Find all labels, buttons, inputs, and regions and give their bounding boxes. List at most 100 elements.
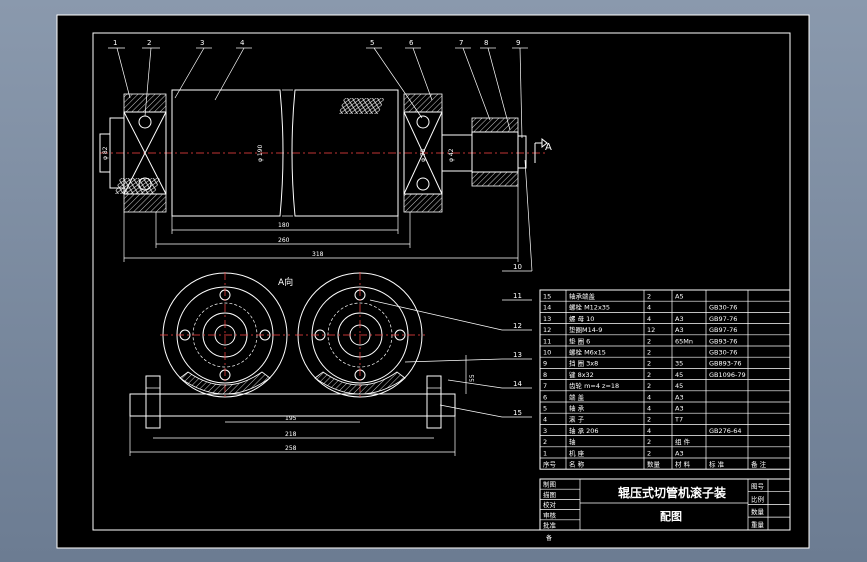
- view-direction-label: A: [545, 142, 552, 153]
- bom-cell-name: 轴: [569, 437, 576, 446]
- bom-cell-mat: A3: [675, 393, 684, 401]
- bom-header-cell: 备 注: [751, 460, 767, 469]
- bom-cell-mat: A3: [675, 449, 684, 457]
- dim-len-roll: 180: [278, 222, 290, 229]
- bom-cell-no: 9: [543, 360, 547, 368]
- bom-cell-mat: A3: [675, 326, 684, 334]
- knurl-left: [114, 178, 161, 194]
- leader-3: 3: [200, 39, 204, 47]
- leaders: 1 2 3 4 5 6 7 8 9 10 11 12 13 14 15: [108, 39, 533, 418]
- dim-d-left: φ 82: [102, 146, 109, 160]
- section-view: A φ 82 φ 190 φ 75 φ 42 180 260 318: [99, 89, 552, 262]
- title-block-right-label: 数量: [751, 507, 765, 516]
- roller-left-half: [171, 89, 284, 217]
- bom-cell-name: 螺栓 M6x15: [569, 348, 606, 357]
- drawing-title: 辊压式切管机滚子装: [618, 485, 726, 500]
- leader-4: 4: [240, 39, 245, 47]
- bom-cell-std: GB30-76: [709, 304, 737, 312]
- right-housing-top: [403, 93, 443, 113]
- dim-len-total: 318: [312, 251, 324, 258]
- bom-cell-no: 13: [543, 315, 551, 323]
- title-block-left-label: 制图: [543, 480, 556, 489]
- bom-cell-name: 机 座: [569, 448, 585, 457]
- shaft-left-stub: [99, 133, 111, 173]
- dim-d-shaft2: φ 42: [448, 148, 455, 162]
- bom-cell-name: 螺栓 M12x35: [569, 303, 610, 312]
- bom-cell-no: 8: [543, 371, 547, 379]
- bom-cell-std: GB93-76: [709, 337, 737, 345]
- title-block-right-label: 重量: [751, 521, 765, 529]
- bom-cell-qty: 2: [647, 349, 651, 357]
- title-block-right-label: 图号: [751, 483, 765, 491]
- leader-10: 10: [513, 263, 522, 271]
- leader-7: 7: [459, 39, 463, 47]
- gear-top: [471, 117, 519, 133]
- bom-cell-no: 2: [543, 438, 547, 446]
- bom-cell-std: GB97-76: [709, 326, 737, 334]
- bottom-note: 备: [546, 534, 552, 542]
- title-block-left-label: 描图: [543, 490, 556, 499]
- bom-cell-qty: 2: [647, 438, 651, 446]
- bom-header-cell: 数量: [647, 460, 661, 469]
- base-plate: [129, 393, 456, 417]
- bom-cell-mat: A3: [675, 315, 684, 323]
- title-block-left-label: 批准: [543, 521, 557, 530]
- bom-cell-std: GB893-76: [709, 360, 742, 368]
- bom-cell-no: 10: [543, 349, 551, 357]
- bom-cell-qty: 2: [647, 382, 651, 390]
- leader-15: 15: [513, 409, 522, 417]
- bom-cell-qty: 2: [647, 449, 651, 457]
- bom-cell-qty: 4: [647, 315, 651, 323]
- bom-cell-name: 键 8x32: [569, 370, 594, 379]
- dim-width-mid: 218: [285, 431, 297, 438]
- bom-cell-no: 5: [543, 405, 547, 413]
- bom-cell-no: 3: [543, 427, 547, 435]
- leader-9: 9: [516, 39, 520, 47]
- bom-cell-mat: 65Mn: [675, 337, 693, 345]
- bom-cell-name: 轴 承 206: [569, 426, 599, 435]
- roller-right-half: [291, 89, 399, 217]
- bom-cell-qty: 4: [647, 304, 651, 312]
- bom-cell-qty: 4: [647, 393, 651, 401]
- bom-cell-no: 12: [543, 326, 551, 334]
- bom-cell-name: 轴 承: [569, 404, 585, 413]
- dim-height: 55: [469, 374, 476, 382]
- bolt-left: [145, 375, 161, 429]
- leader-8: 8: [484, 39, 488, 47]
- drawing-subtitle: 配图: [660, 509, 682, 523]
- bom-cell-mat: A5: [675, 293, 684, 301]
- bom-cell-qty: 4: [647, 427, 651, 435]
- bom-cell-name: 轴承端盖: [569, 292, 596, 301]
- dim-width-total: 258: [285, 445, 297, 452]
- bom-cell-mat: T7: [674, 416, 683, 424]
- bom-header-cell: 材 料: [675, 460, 691, 469]
- bom-header-cell: 名 称: [569, 460, 585, 469]
- end-view: A向 195 218: [129, 272, 476, 456]
- bom-cell-mat: 35: [675, 360, 683, 368]
- bom-cell-name: 螺 母 10: [569, 314, 594, 323]
- left-housing-top: [123, 93, 167, 113]
- bom-cell-no: 15: [543, 293, 551, 301]
- bom-cell-no: 1: [543, 449, 547, 457]
- bom-cell-name: 垫圈M14-9: [569, 325, 602, 334]
- left-housing-bottom: [123, 193, 167, 213]
- leader-2: 2: [147, 39, 151, 47]
- title-block-left-label: 校对: [543, 500, 557, 509]
- dim-center-dist: 195: [285, 415, 297, 422]
- bom-cell-qty: 2: [647, 337, 651, 345]
- knurl-right: [338, 98, 385, 114]
- leader-6: 6: [409, 39, 414, 47]
- bom-cell-std: GB97-76: [709, 315, 737, 323]
- bom-cell-mat: 组 件: [675, 437, 691, 446]
- leader-13: 13: [513, 351, 522, 359]
- bom-cell-no: 7: [543, 382, 547, 390]
- bom-cell-no: 11: [543, 337, 551, 345]
- bom-header-cell: 标 准: [709, 460, 725, 469]
- gear-bottom: [471, 171, 519, 187]
- bom-cell-mat: A3: [675, 405, 684, 413]
- bom-cell-qty: 2: [647, 416, 651, 424]
